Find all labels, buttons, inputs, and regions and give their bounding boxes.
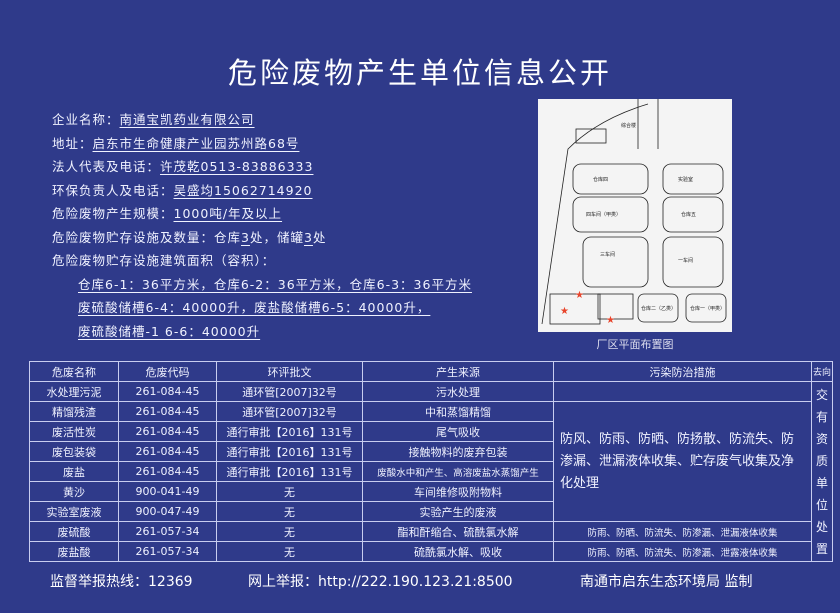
map-label: 实验室 (678, 176, 693, 183)
cell: 精馏残渣 (29, 401, 119, 422)
env-label: 环保负责人及电话： (52, 182, 174, 198)
table-header: 危废名称 危废代码 环评批文 产生来源 污染防治措施 去向 (29, 361, 833, 382)
scale: 1000吨/年及以上 (173, 206, 283, 221)
map-label: 三车间 (600, 251, 615, 258)
measures-main: 防风、防雨、防晒、防扬散、防流失、防渗漏、泄漏液体收集、贮存废气收集及净化处理 (553, 401, 812, 522)
storage-count: 危险废物贮存设施及数量：仓库3处，储罐3处 (52, 226, 472, 250)
cell: 261-084-45 (118, 441, 217, 462)
legal-rep: 许茂乾0513-83886333 (160, 159, 314, 174)
env-contact: 吴盛均15062714920 (173, 182, 313, 198)
cell: 900-041-49 (118, 481, 217, 502)
storage-label: 危险废物贮存设施及数量：仓库 (52, 229, 242, 245)
address-label: 地址： (52, 135, 93, 151)
map-label: 仓库四 (593, 176, 608, 183)
company-name: 南通宝凯药业有限公司 (119, 112, 255, 127)
map-label: 仓库一（甲类） (690, 305, 725, 312)
cell: 废盐酸 (29, 541, 119, 562)
map-label: 仓库五 (681, 211, 696, 218)
hotline: 监督举报热线：12369 (50, 574, 193, 590)
page-title: 危险废物产生单位信息公开 (227, 56, 612, 90)
map-label: 四车间（甲类） (586, 211, 621, 218)
col-header: 污染防治措施 (553, 361, 812, 382)
cell: 中和蒸馏精馏 (362, 401, 554, 422)
cell: 261-057-34 (118, 541, 217, 562)
cell: 通行审批【2016】131号 (216, 461, 363, 482)
map-label: 一车间 (678, 257, 693, 264)
map-caption: 厂区平面布置图 (596, 338, 674, 351)
cell: 261-084-45 (118, 461, 217, 482)
cell: 通环管[2007]32号 (216, 381, 363, 402)
cell: 通行审批【2016】131号 (216, 421, 363, 442)
cell: 废盐 (29, 461, 119, 482)
cell: 水处理污泥 (29, 381, 119, 402)
tank-count: 3 (303, 229, 313, 245)
cell: 废酸水中和产生、高溶废盐水蒸馏产生 (362, 461, 554, 482)
legal-label: 法人代表及电话： (52, 159, 161, 174)
area-label: 危险废物贮存设施建筑面积（容积）： (52, 253, 276, 268)
destination: 交有资质单位处置 (811, 381, 833, 562)
measures-acid: 防雨、防晒、防流失、防渗漏、泄漏液体收集 (553, 521, 812, 542)
cell: 废包装袋 (29, 441, 119, 462)
site-plan-map: 综合楼 仓库四 实验室 四车间（甲类） 仓库五 三车间 一车间 仓库二（乙类） … (538, 99, 732, 332)
report-url[interactable]: 网上举报：http://222.190.123.21:8500 (248, 574, 513, 590)
area-line: 仓库6-1：36平方米，仓库6-2：36平方米，仓库6-3：36平方米 (78, 276, 472, 292)
storage-star-icon: ★ (575, 290, 584, 301)
cell: 硫酰氯水解、吸收 (362, 541, 554, 562)
col-header: 危废名称 (29, 361, 119, 382)
company-label: 企业名称： (52, 112, 120, 127)
scale-label: 危险废物产生规模： (52, 206, 174, 221)
cell: 黄沙 (29, 481, 119, 502)
area-line: 废硫酸储槽6-4：40000升，废盐酸储槽6-5：40000升， (78, 300, 431, 315)
cell: 车间维修吸附物料 (362, 481, 554, 502)
cell: 尾气吸收 (362, 421, 554, 442)
address: 启东市生命健康产业园苏州路68号 (92, 135, 300, 151)
company-info: 企业名称：南通宝凯药业有限公司 地址：启东市生命健康产业园苏州路68号 法人代表… (52, 108, 472, 343)
cell: 261-084-45 (118, 381, 217, 402)
area-line: 废硫酸储槽-1 6-6：40000升 (78, 323, 261, 339)
storage-star-icon: ★ (606, 315, 615, 326)
cell: 废硫酸 (29, 521, 119, 542)
cell: 废活性炭 (29, 421, 119, 442)
map-label: 综合楼 (621, 122, 636, 129)
cell: 酯和酐缩合、硫酰氯水解 (362, 521, 554, 542)
cell: 污水处理 (362, 381, 554, 402)
warehouse-count: 3 (241, 229, 250, 245)
measures-acid: 防雨、防晒、防流失、防渗漏、泄露液体收集 (553, 541, 812, 562)
cell: 无 (216, 541, 363, 562)
cell: 无 (216, 501, 363, 522)
col-header: 产生来源 (362, 361, 554, 382)
cell: 无 (216, 521, 363, 542)
cell: 900-047-49 (118, 501, 217, 522)
cell: 261-084-45 (118, 401, 217, 422)
storage-end: 处 (312, 229, 327, 245)
cell: 通环管[2007]32号 (216, 401, 363, 422)
cell (553, 381, 812, 402)
cell: 261-084-45 (118, 421, 217, 442)
col-header: 环评批文 (216, 361, 363, 382)
col-header: 危废代码 (118, 361, 217, 382)
cell: 实验室废液 (29, 501, 119, 522)
cell: 实验产生的废液 (362, 501, 554, 522)
supervisor: 南通市启东生态环境局 监制 (580, 574, 753, 590)
map-label: 仓库二（乙类） (641, 305, 676, 312)
col-header: 去向 (811, 361, 833, 382)
cell: 无 (216, 481, 363, 502)
storage-mid: 处，储罐 (249, 229, 304, 245)
cell: 261-057-34 (118, 521, 217, 542)
cell: 接触物料的废弃包装 (362, 441, 554, 462)
storage-star-icon: ★ (560, 306, 569, 317)
cell: 通行审批【2016】131号 (216, 441, 363, 462)
